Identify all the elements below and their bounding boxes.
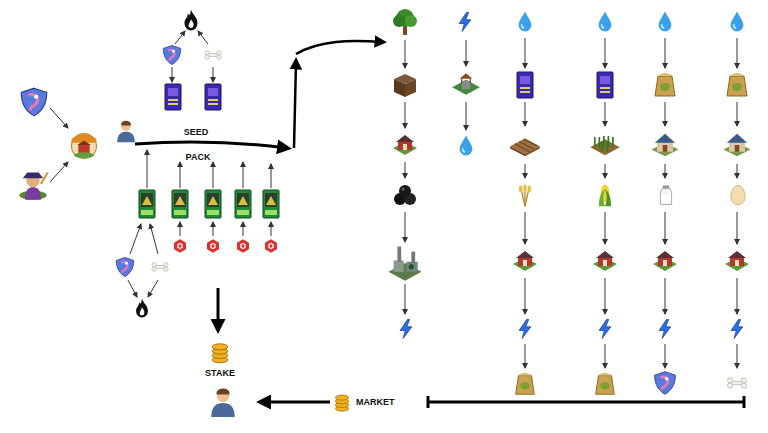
arrow-label: MARKET [356,398,395,407]
arrow-label: PACK [186,153,211,162]
arrow-label: STAKE [205,369,235,378]
arrow-label: SEED [184,128,209,137]
